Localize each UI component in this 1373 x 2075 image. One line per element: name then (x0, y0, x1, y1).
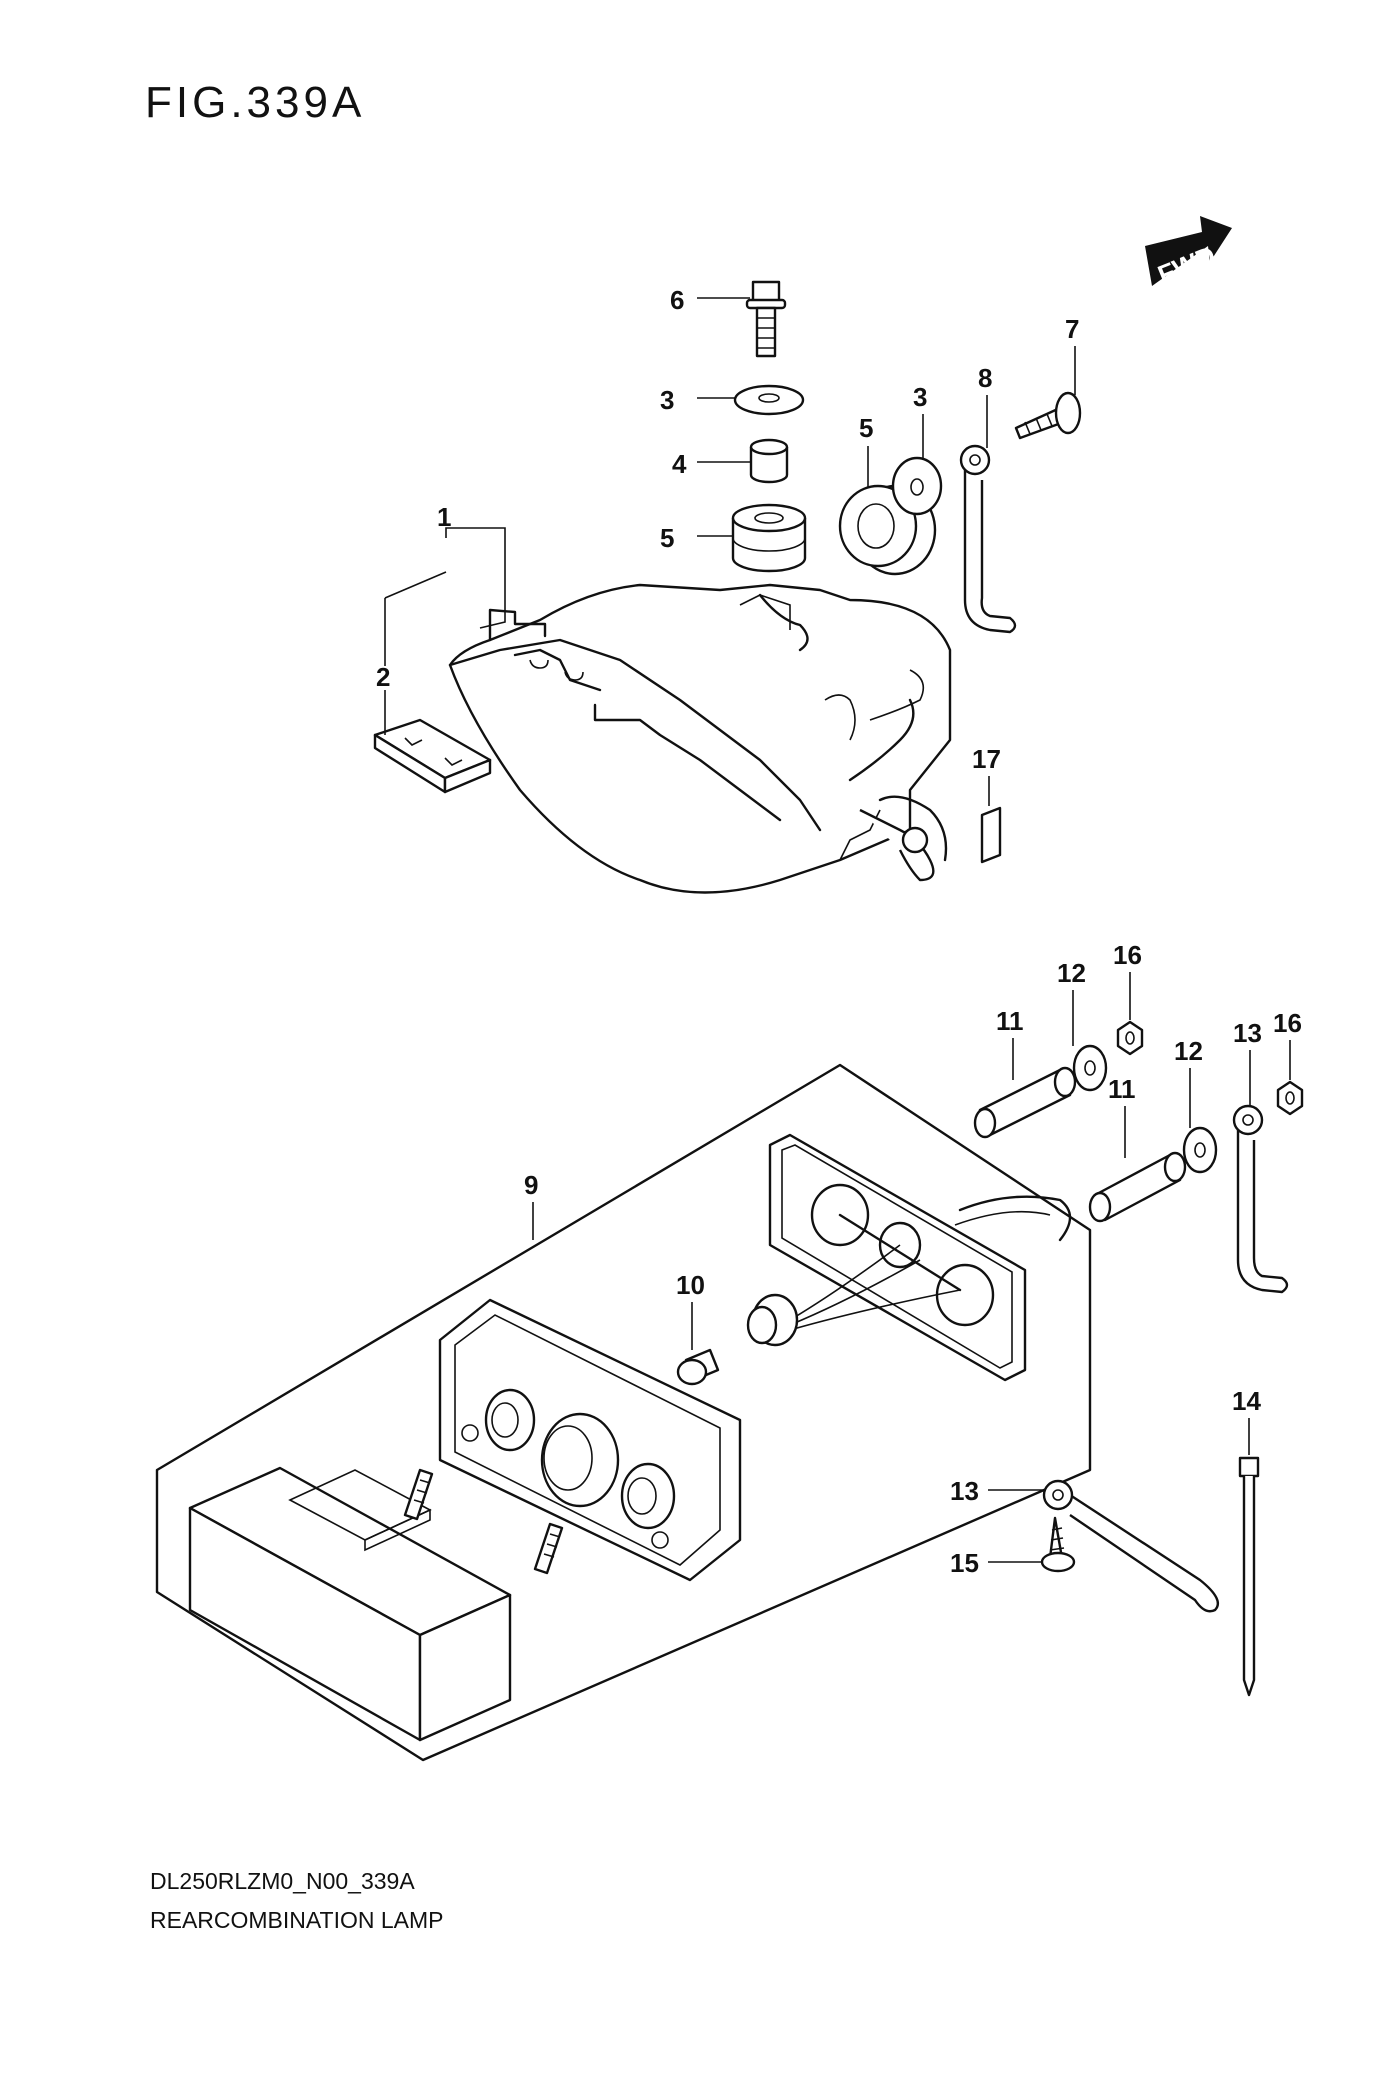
part-3-washer-side (891, 456, 943, 516)
fwd-badge: FWD (1145, 216, 1232, 290)
callout-14: 14 (1232, 1386, 1261, 1416)
group-9-outline (155, 1063, 1092, 1762)
part-6-bolt (745, 280, 787, 358)
lamp-body (438, 1298, 742, 1582)
part-16-nut-2 (1276, 1080, 1304, 1116)
bulb-socket (746, 1244, 961, 1347)
callout-7: 7 (1065, 314, 1079, 344)
callout-1: 1 (437, 502, 451, 532)
callout-11: 11 (996, 1006, 1024, 1036)
callout-17: 17 (972, 744, 1001, 774)
figure-name: REARCOMBINATION LAMP (150, 1907, 444, 1933)
part-3-washer (733, 384, 805, 416)
callout-3-side: 3 (913, 382, 927, 412)
callout-3: 3 (660, 385, 674, 415)
callout-8: 8 (978, 363, 992, 393)
part-13-clamp (1232, 1104, 1289, 1294)
part-9-lens (188, 1466, 512, 1742)
callout-5: 5 (660, 523, 674, 553)
callout-6: 6 (670, 285, 684, 315)
part-1-lamp-housing (448, 583, 952, 894)
part-16-nut (1116, 1020, 1144, 1056)
part-4-collar (749, 438, 789, 484)
callout-13: 13 (1233, 1018, 1262, 1048)
callout-16-2: 16 (1273, 1008, 1302, 1038)
part-14-cable-tie (1238, 1456, 1260, 1697)
callout-15: 15 (950, 1548, 979, 1578)
part-11-spacer-2 (1088, 1151, 1187, 1223)
part-15-screw (1040, 1516, 1076, 1573)
part-12-washer (1072, 1044, 1108, 1092)
figure-code: DL250RLZM0_N00_339A (150, 1868, 415, 1894)
callout-12: 12 (1057, 958, 1086, 988)
part-17-label (980, 806, 1002, 864)
callouts: 6 3 4 5 5 3 8 7 1 2 17 16 12 11 16 13 12… (376, 285, 1302, 1578)
callout-13-2: 13 (950, 1476, 979, 1506)
lens-studs (403, 1468, 564, 1575)
callout-9: 9 (524, 1170, 538, 1200)
figure-title: FIG.339A (145, 78, 366, 127)
part-2-reflector (373, 718, 492, 794)
part-12-washer-2 (1182, 1126, 1218, 1174)
part-7-screw (1014, 391, 1082, 440)
leader-lines (384, 297, 1291, 1563)
lamp-gasket (768, 1133, 1072, 1382)
callout-12-2: 12 (1174, 1036, 1203, 1066)
callout-2: 2 (376, 662, 390, 692)
part-10-bulb (676, 1348, 720, 1386)
part-5-grommet (731, 503, 807, 573)
callout-16: 16 (1113, 940, 1142, 970)
part-13-clamp-2 (1042, 1479, 1220, 1613)
callout-5-side: 5 (859, 413, 873, 443)
part-8-clamp (959, 444, 1017, 634)
callout-4: 4 (672, 449, 687, 479)
callout-10: 10 (676, 1270, 705, 1300)
callout-11-2: 11 (1108, 1074, 1136, 1104)
part-11-spacer (973, 1066, 1077, 1139)
forward-arrow-icon (1145, 216, 1232, 286)
